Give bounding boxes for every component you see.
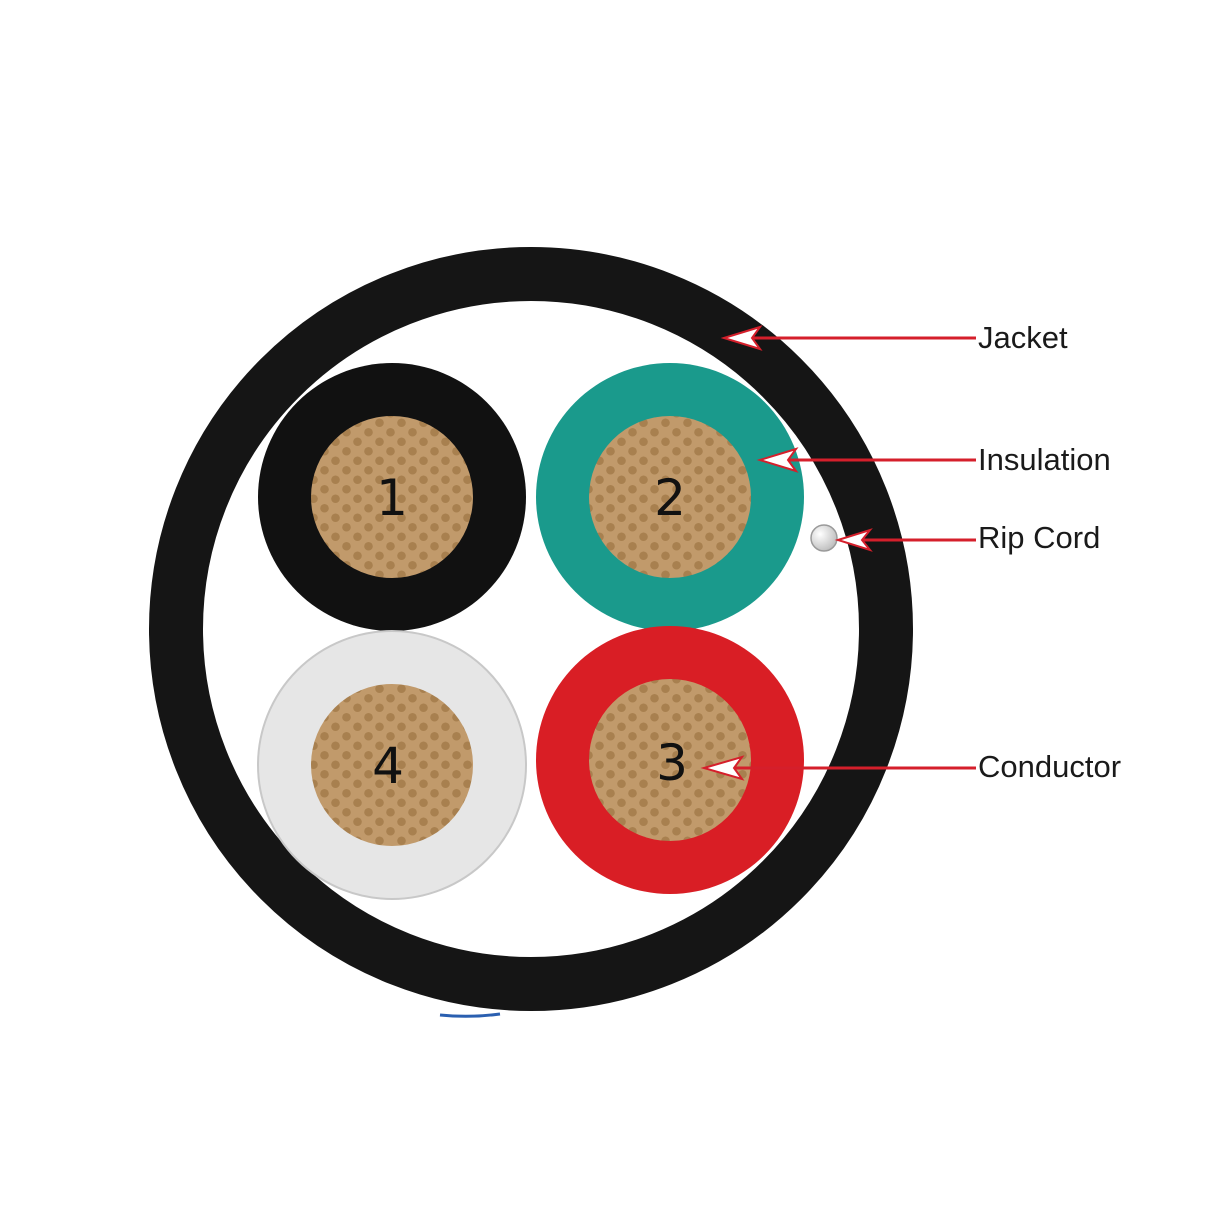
jacket-edge-mark bbox=[439, 1012, 501, 1018]
insulation-leader-arrowhead bbox=[756, 447, 799, 473]
core-2-number: 2 bbox=[654, 469, 686, 527]
rip-cord-label: Rip Cord bbox=[978, 520, 1100, 555]
rip-cord bbox=[810, 524, 838, 552]
core-1-number: 1 bbox=[376, 469, 408, 527]
insulation-label: Insulation bbox=[978, 442, 1111, 477]
conductor-leader-arrowhead bbox=[700, 755, 745, 781]
rip-cord-leader-arrowhead bbox=[834, 528, 873, 552]
core-3-conductor bbox=[589, 679, 751, 841]
callout-insulation: Insulation bbox=[756, 442, 1111, 477]
conductor-label: Conductor bbox=[978, 749, 1121, 784]
jacket-label: Jacket bbox=[978, 320, 1068, 355]
jacket-leader-arrowhead bbox=[720, 325, 763, 351]
callout-conductor: Conductor bbox=[700, 749, 1121, 784]
core-2: 2 bbox=[536, 363, 804, 631]
callout-rip-cord: Rip Cord bbox=[834, 520, 1100, 555]
callout-jacket: Jacket bbox=[720, 320, 1068, 355]
core-3-number: 3 bbox=[656, 734, 688, 792]
core-1: 1 bbox=[258, 363, 526, 631]
core-2-conductor bbox=[589, 416, 751, 578]
core-4-conductor bbox=[311, 684, 473, 846]
core-3: 3 bbox=[536, 626, 804, 894]
core-1-conductor bbox=[311, 416, 473, 578]
core-4: 4 bbox=[257, 630, 527, 900]
core-4-number: 4 bbox=[372, 737, 404, 795]
cable-jacket bbox=[149, 247, 913, 1011]
